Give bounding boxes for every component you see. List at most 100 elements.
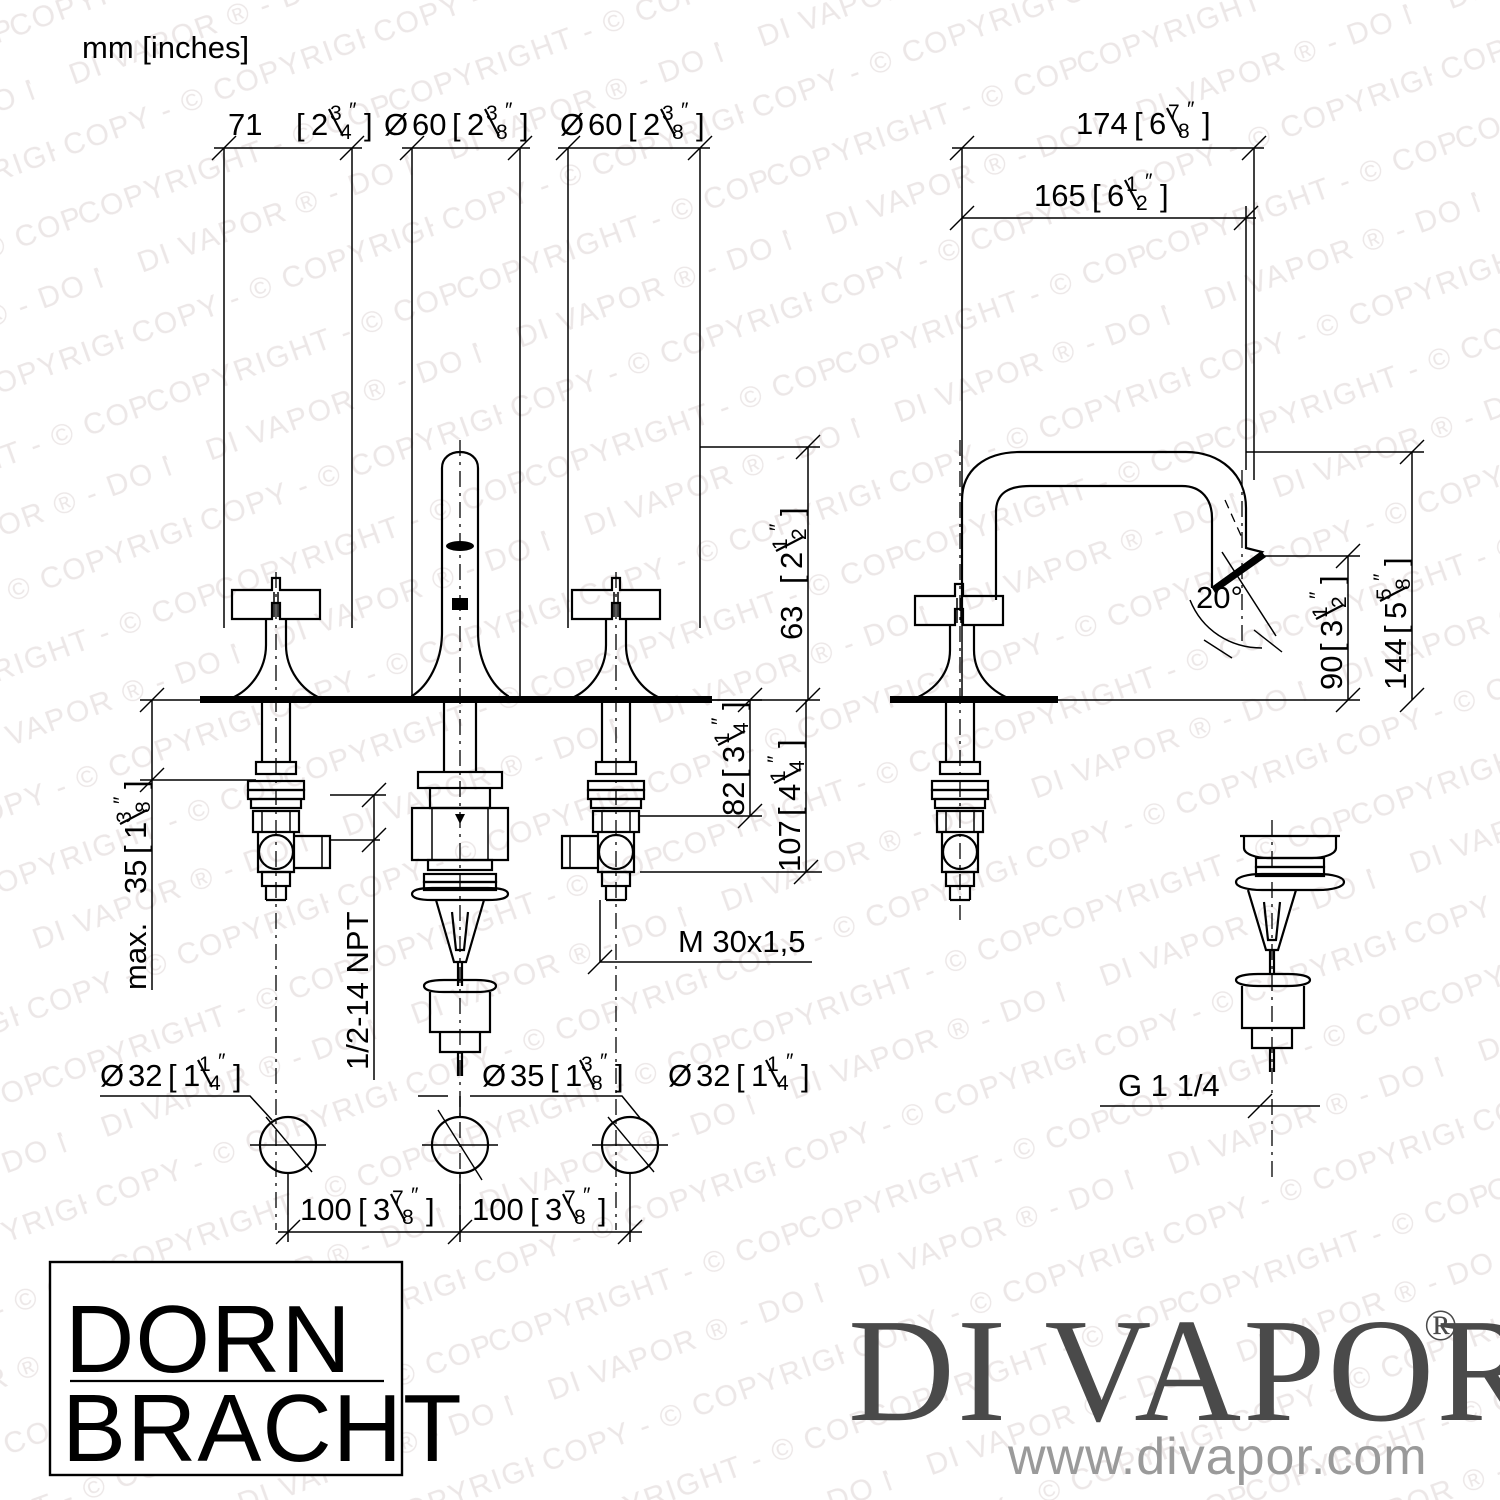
- inch-whole: 1: [751, 1058, 768, 1093]
- units-note: mm [inches]: [82, 30, 249, 65]
- bracket-close: ]: [1378, 557, 1413, 566]
- dornbracht-line2: BRACHT: [62, 1375, 463, 1482]
- dim-label-right-spacing: 100 [ 3 7 8 ″ ]: [472, 1184, 607, 1229]
- dim-spout-effective-reach: 165 [ 6 1 2 ″ ]: [949, 170, 1259, 231]
- label-waste-thread: G 1 1/4: [1100, 1068, 1320, 1119]
- inch-mark: ″: [786, 1050, 794, 1073]
- inch-whole: 6: [1107, 178, 1124, 213]
- left-handle-unit: [230, 572, 332, 1230]
- bracket-open: [: [772, 807, 807, 816]
- inch-whole: 3: [545, 1192, 562, 1227]
- inch-denominator: 8: [402, 1206, 414, 1229]
- bracket-close: ]: [118, 780, 153, 789]
- inch-mark: ″: [1187, 98, 1195, 121]
- diameter-symbol: Ø: [560, 107, 584, 142]
- bracket-close: ]: [801, 1058, 810, 1093]
- inch-denominator: 4: [786, 760, 809, 772]
- inch-mark: ″: [1145, 170, 1153, 193]
- dim-spout-overall-height: 144 [ 5 5 8 ″ ]: [1246, 439, 1425, 713]
- divapor-website[interactable]: www.divapor.com: [1007, 1428, 1428, 1486]
- bracket-open: [: [628, 107, 637, 142]
- inch-numerator: 3: [581, 1053, 593, 1076]
- bracket-close: ]: [716, 701, 751, 710]
- dim-spout-overall-reach: 174 [ 6 7 8 ″ ]: [949, 98, 1267, 161]
- inch-numerator: 3: [486, 102, 498, 125]
- dim-value: 82: [716, 782, 751, 816]
- deck-surface: [200, 696, 712, 703]
- bracket-close: ]: [774, 507, 809, 516]
- dim-value: 60: [412, 107, 446, 142]
- inch-denominator: 2: [1328, 596, 1351, 608]
- dim-max-deck-thickness: max. 35 [ 1 3 8 ″ ]: [110, 687, 262, 990]
- inch-numerator: 7: [392, 1187, 404, 1210]
- inch-denominator: 4: [340, 121, 352, 144]
- dim-value: 100: [472, 1192, 524, 1227]
- divapor-wordmark: DI VAPOR: [848, 1289, 1500, 1453]
- inch-whole: 3: [1314, 620, 1349, 637]
- dornbracht-logo: DORN BRACHT: [48, 1260, 463, 1482]
- bracket-open: [: [168, 1058, 177, 1093]
- bracket-close: ]: [696, 107, 705, 142]
- bracket-open: [: [1378, 625, 1413, 634]
- dim-value: 63: [774, 606, 809, 640]
- waste-thread-text: G 1 1/4: [1118, 1068, 1220, 1103]
- inch-whole: 1: [565, 1058, 582, 1093]
- inch-numerator: 3: [330, 102, 342, 125]
- inch-mark: ″: [411, 1184, 419, 1207]
- bracket-open: [: [296, 107, 305, 142]
- inch-denominator: 8: [1392, 578, 1415, 590]
- divapor-logo: DI VAPOR ® www.divapor.com: [848, 1289, 1500, 1486]
- inch-denominator: 4: [777, 1072, 789, 1095]
- inch-mark: ″: [766, 523, 789, 531]
- dim-spout-diameter: [399, 135, 533, 161]
- bracket-open: [: [550, 1058, 559, 1093]
- bracket-open: [: [1314, 643, 1349, 652]
- inch-denominator: 4: [209, 1072, 221, 1095]
- inch-denominator: 8: [496, 121, 508, 144]
- diameter-symbol: Ø: [100, 1058, 124, 1093]
- angle-text: 20°: [1196, 580, 1243, 615]
- inch-numerator: 7: [564, 1187, 576, 1210]
- dim-value: 107: [772, 820, 807, 872]
- inch-mark: ″: [110, 796, 133, 804]
- dim-label-center-hole: Ø 35 [ 1 3 8 ″ ]: [482, 1050, 624, 1095]
- bracket-close: ]: [1202, 106, 1211, 141]
- label-npt-thread: 1/2-14 NPT: [330, 782, 387, 1080]
- right-handle-unit: [560, 572, 662, 1230]
- inch-whole: 2: [643, 107, 660, 142]
- dim-handle-base-diameter: [555, 135, 713, 161]
- waste-assembly: [1234, 820, 1346, 1180]
- inch-mark: ″: [600, 1050, 608, 1073]
- front-view-assembly: [200, 440, 712, 1230]
- inch-numerator: 1: [199, 1053, 211, 1076]
- registered-trademark-icon: ®: [1424, 1301, 1457, 1350]
- bracket-open: [: [736, 1058, 745, 1093]
- dim-value: 90: [1314, 656, 1349, 690]
- dornbracht-line1: DORN: [65, 1286, 352, 1393]
- dim-height-above-deck: 63 [ 2 1 2 ″ ]: [700, 434, 821, 713]
- dim-value: 165: [1034, 178, 1086, 213]
- dim-label-right-hole: Ø 32 [ 1 1 4 ″ ]: [668, 1050, 810, 1095]
- dim-label-left-spacing: 100 [ 3 7 8 ″ ]: [300, 1184, 435, 1229]
- inch-denominator: 8: [1178, 120, 1190, 143]
- dim-value: 71: [228, 107, 262, 142]
- dim-value: 100: [300, 1192, 352, 1227]
- bracket-open: [: [774, 575, 809, 584]
- inch-mark: ″: [708, 717, 731, 725]
- inch-whole: 4: [772, 784, 807, 801]
- inch-mark: ″: [505, 99, 513, 122]
- dim-total-below-deck: 107 [ 4 1 4 ″ ]: [640, 700, 822, 885]
- bracket-close: ]: [426, 1192, 435, 1227]
- inch-whole: 2: [467, 107, 484, 142]
- bracket-close: ]: [1314, 575, 1349, 584]
- inch-numerator: 1: [767, 1053, 779, 1076]
- inch-denominator: 2: [1136, 192, 1148, 215]
- dim-value: 32: [128, 1058, 162, 1093]
- diameter-symbol: Ø: [384, 107, 408, 142]
- inch-whole: 6: [1149, 106, 1166, 141]
- npt-thread-text: 1/2-14 NPT: [340, 911, 375, 1070]
- side-view-assembly: [890, 440, 1266, 920]
- inch-numerator: 1: [769, 538, 792, 550]
